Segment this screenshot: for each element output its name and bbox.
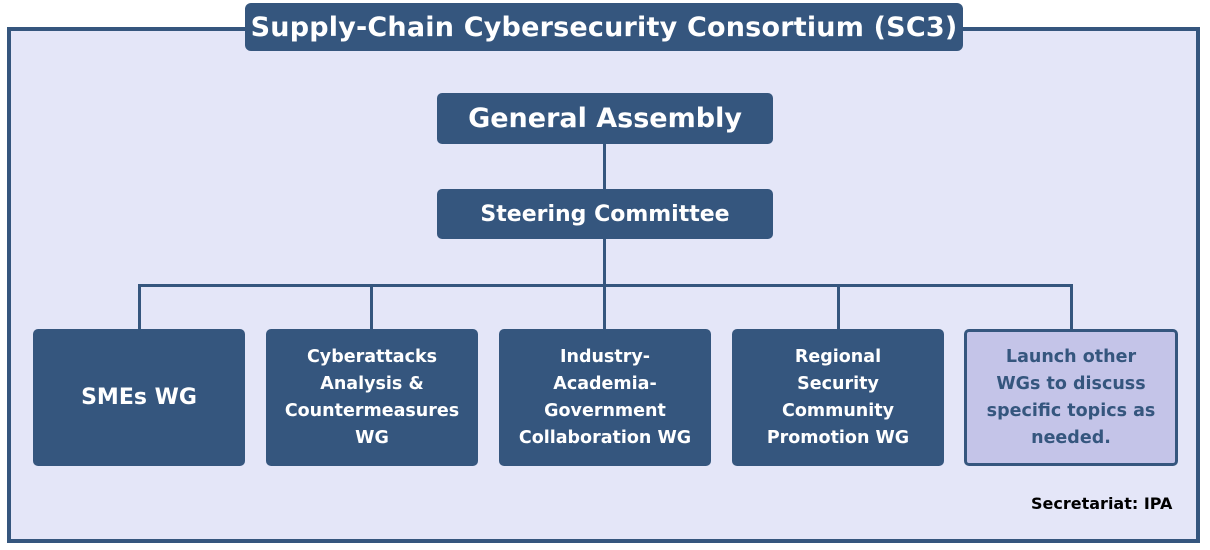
connector-wg-5 (1070, 284, 1073, 329)
steering-committee-box: Steering Committee (437, 189, 773, 239)
connector-wg-3 (603, 284, 606, 329)
connector-sc-bus (603, 239, 606, 285)
connector-wg-1 (138, 284, 141, 329)
secretariat-label: Secretariat: IPA (1031, 494, 1173, 513)
wg-smes: SMEs WG (33, 329, 245, 466)
consortium-title: Supply-Chain Cybersecurity Consortium (S… (245, 3, 963, 51)
wg-regional-security: Regional Security Community Promotion WG (732, 329, 944, 466)
wg-cyberattacks-analysis: Cyberattacks Analysis & Countermeasures … (266, 329, 478, 466)
connector-wg-2 (370, 284, 373, 329)
general-assembly-box: General Assembly (437, 93, 773, 144)
wg-launch-other: Launch other WGs to discuss specific top… (964, 329, 1178, 466)
connector-ga-sc (603, 144, 606, 189)
wg-industry-academia-government: Industry-Academia-Government Collaborati… (499, 329, 711, 466)
connector-wg-4 (837, 284, 840, 329)
